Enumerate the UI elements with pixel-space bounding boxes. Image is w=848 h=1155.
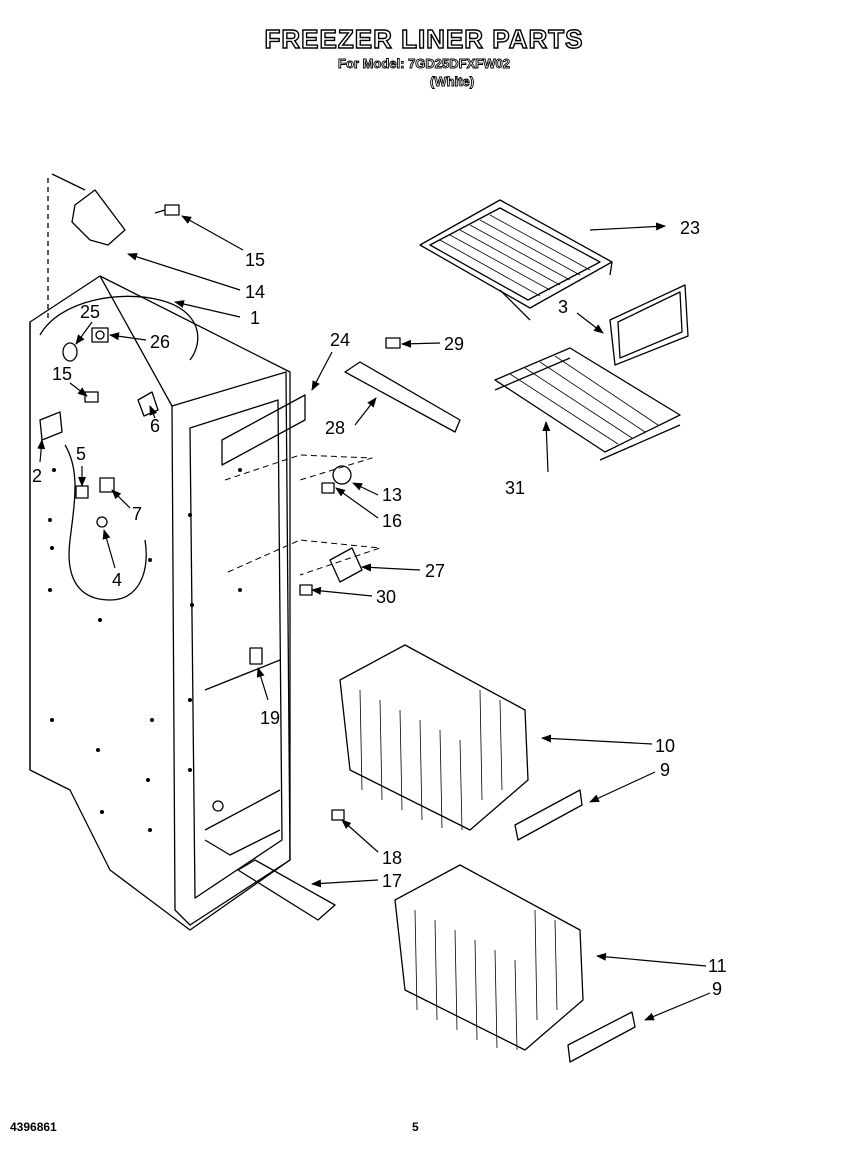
callout-17: 17 [382, 871, 402, 891]
screw-part-15-lower [84, 391, 99, 403]
callout-25: 25 [80, 302, 100, 322]
screw-part-29 [385, 337, 401, 349]
callout-16: 16 [382, 511, 402, 531]
screw-part-15 [154, 204, 180, 216]
socket-part-26 [91, 327, 109, 343]
callout-15a: 15 [245, 250, 265, 270]
leader-arrows [37, 215, 711, 1021]
color-note: (White) [430, 74, 475, 90]
callout-7: 7 [132, 504, 142, 524]
callout-2: 2 [32, 466, 42, 486]
callout-27: 27 [425, 561, 445, 581]
lamp-part-25 [62, 342, 78, 362]
switch-part-5 [75, 485, 89, 499]
callout-18: 18 [382, 848, 402, 868]
callout-3: 3 [558, 297, 568, 317]
screw-part-18 [331, 809, 345, 821]
screw-part-30 [299, 584, 313, 596]
callout-10: 10 [655, 736, 675, 756]
freezer-liner [29, 275, 291, 931]
document-number: 4396861 [10, 1120, 57, 1134]
bracket-part-14 [71, 189, 126, 246]
callout-5: 5 [76, 444, 86, 464]
callout-29: 29 [444, 334, 464, 354]
part-13 [332, 465, 352, 485]
basket-part-11 [394, 864, 584, 1051]
wire-harness [39, 295, 199, 361]
part-17 [237, 859, 336, 921]
part-19 [249, 647, 263, 665]
cover-part-24 [221, 394, 306, 466]
basket-handle-part-9b [567, 1011, 636, 1063]
callout-24: 24 [330, 330, 350, 350]
part-7 [99, 477, 115, 493]
wire-shelf-part-31 [494, 347, 681, 461]
callout-19: 19 [260, 708, 280, 728]
callout-23: 23 [680, 218, 700, 238]
screw-part-16 [321, 482, 335, 494]
callout-15b: 15 [52, 364, 72, 384]
callout-11: 11 [708, 956, 727, 976]
callout-13: 13 [382, 485, 402, 505]
clip-part-2 [39, 411, 63, 441]
page-number: 5 [412, 1120, 419, 1134]
model-line: For Model: 7GD25DFXFW02 [338, 56, 511, 72]
callout-14: 14 [245, 282, 265, 302]
page-title: FREEZER LINER PARTS [264, 23, 584, 54]
callout-1: 1 [250, 308, 260, 328]
callout-6: 6 [150, 416, 160, 436]
callout-31: 31 [505, 478, 525, 498]
callout-26: 26 [150, 332, 170, 352]
bracket-part-28 [344, 361, 461, 433]
callout-28: 28 [325, 418, 345, 438]
basket-part-10 [339, 644, 529, 831]
callout-labels: 15 14 1 25 26 15 2 6 5 7 4 23 3 24 29 28… [32, 218, 727, 999]
part-27 [329, 547, 363, 583]
shelf-frame-part-3 [609, 284, 689, 366]
callout-4: 4 [112, 570, 122, 590]
wire-harness-lower [64, 444, 147, 601]
basket-handle-part-9a [514, 789, 583, 841]
callout-30: 30 [376, 587, 396, 607]
clip-part-6 [137, 391, 159, 417]
callout-9b: 9 [712, 979, 722, 999]
callout-9a: 9 [660, 760, 670, 780]
glass-shelf-part-23 [419, 199, 613, 321]
part-4 [96, 516, 108, 528]
